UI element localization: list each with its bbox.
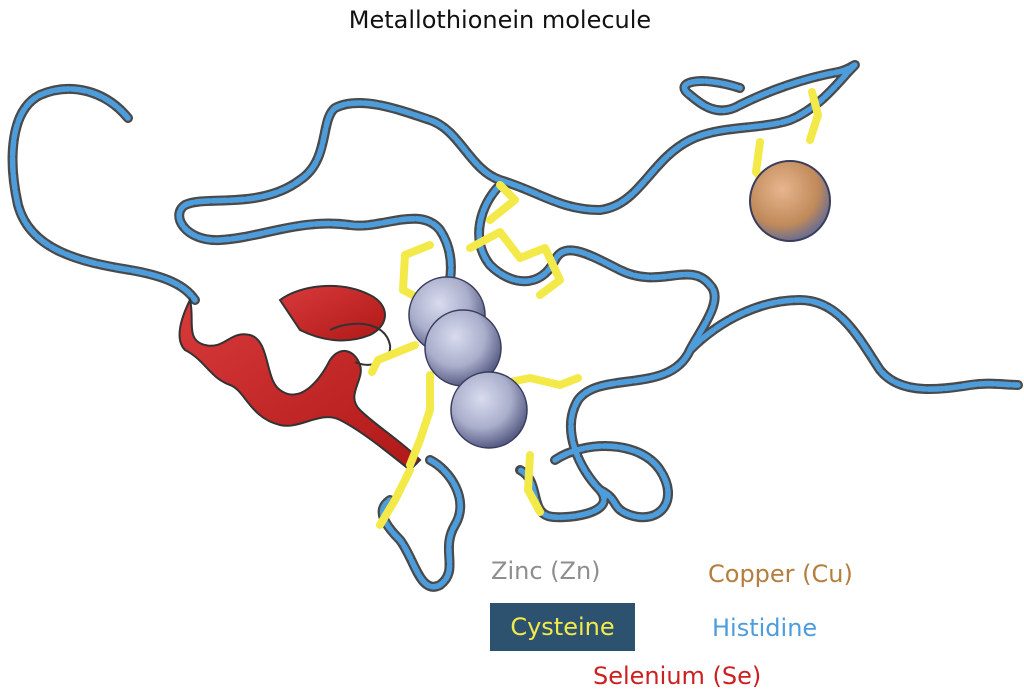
zinc-atoms	[408, 276, 528, 449]
protein-backbone	[7, 59, 1023, 592]
legend-histidine: Histidine	[712, 614, 818, 642]
legend-copper: Copper (Cu)	[708, 560, 853, 588]
legend-cysteine: Cysteine	[490, 603, 635, 651]
copper-atom	[749, 160, 831, 242]
legend-selenium: Selenium (Se)	[593, 662, 762, 690]
legend-zinc: Zinc (Zn)	[491, 557, 601, 585]
diagram-title: Metallothionein molecule	[348, 6, 652, 34]
zinc-atom-3	[450, 371, 528, 449]
selenium-helix	[178, 284, 422, 472]
